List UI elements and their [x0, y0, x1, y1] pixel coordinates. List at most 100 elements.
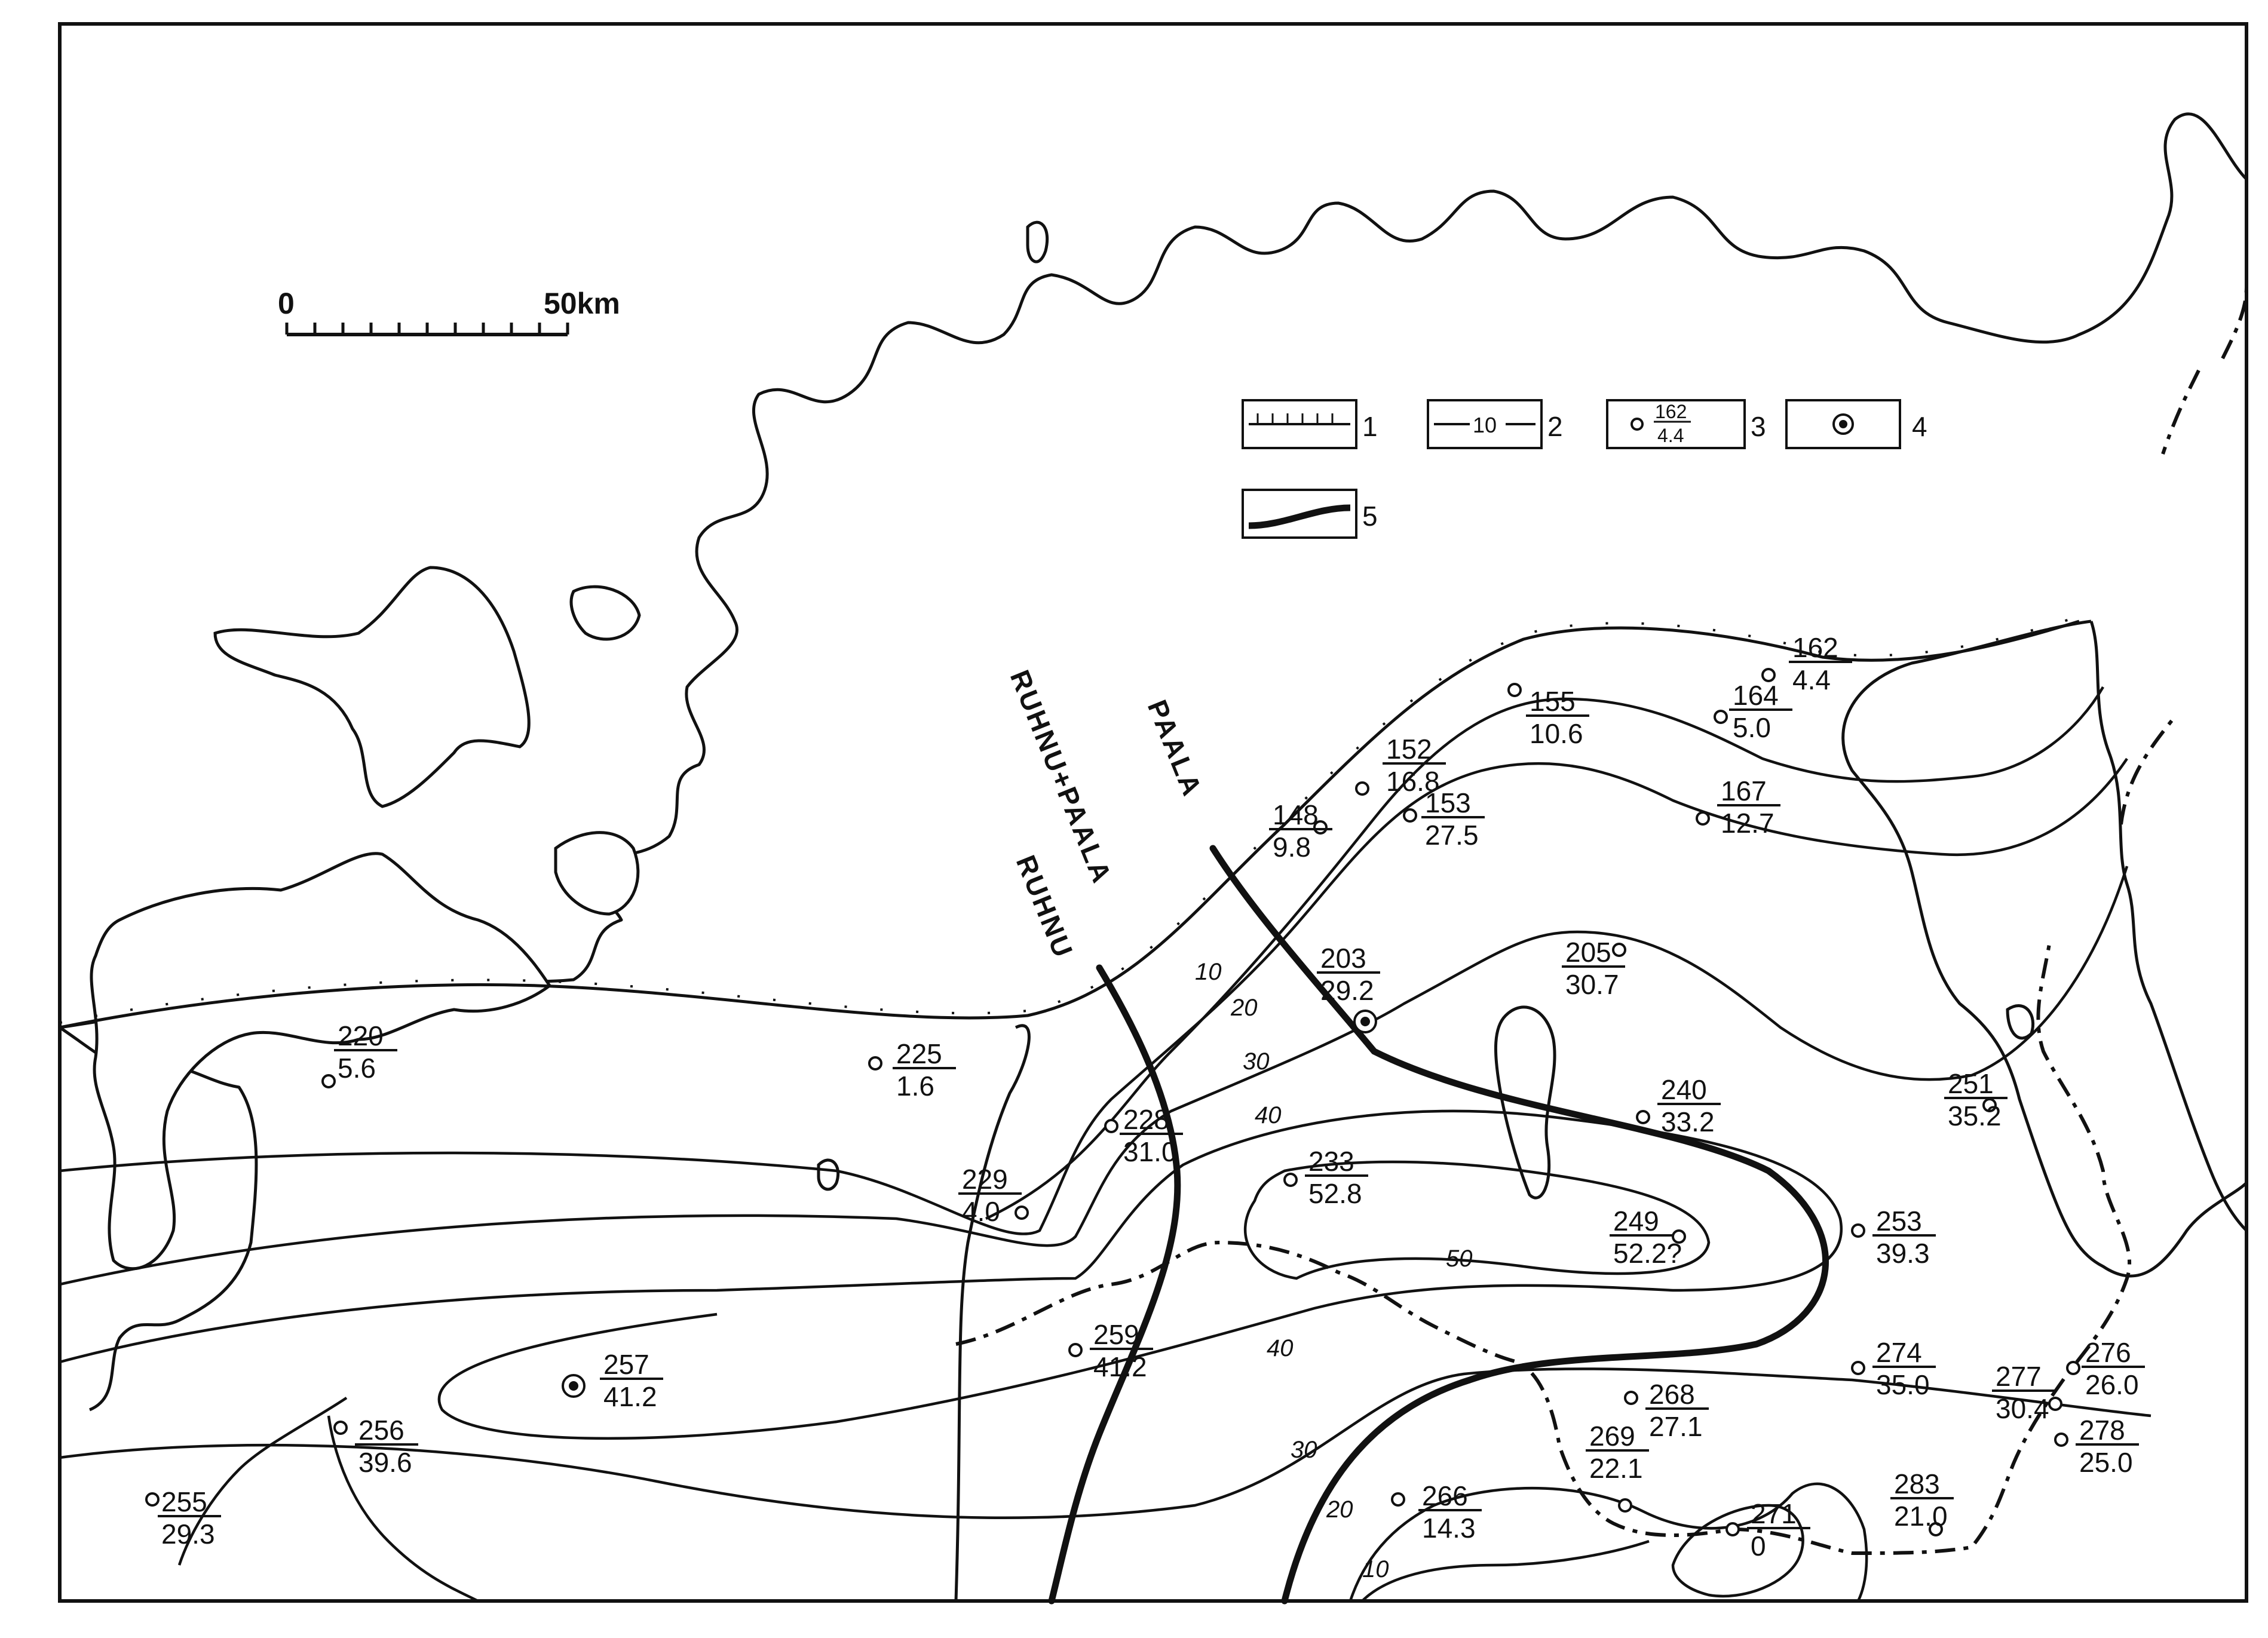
isopach-label: 50: [1446, 1246, 1473, 1272]
borehole-number: 220: [338, 1020, 384, 1051]
borehole-thickness: 9.8: [1273, 832, 1311, 863]
legend-item-3: 162 4.4 3: [1606, 399, 1766, 449]
legend-key: 5: [1362, 501, 1378, 532]
borehole-thickness: 52.2?: [1613, 1238, 1682, 1269]
legend-isopach-sample: 10: [1473, 413, 1497, 437]
borehole-number: 155: [1530, 686, 1576, 717]
isopach-label: 10: [1362, 1556, 1389, 1582]
borehole-marker: [1068, 1343, 1083, 1357]
borehole-thickness: 39.3: [1876, 1238, 1930, 1269]
isopach-label: 20: [1326, 1496, 1353, 1523]
borehole-thickness: 35.0: [1876, 1369, 1930, 1400]
borehole-marker: [1696, 811, 1710, 826]
erosion-edge: [59, 619, 2080, 1029]
borehole-number: 253: [1876, 1206, 1922, 1237]
boundary-paala: [1209, 845, 1829, 1605]
island-ruhnu: [817, 1158, 840, 1191]
borehole-marker: [2054, 1433, 2068, 1447]
isopach-0-south: [1671, 1504, 1804, 1598]
borehole-marker: [1929, 1522, 1943, 1536]
borehole-marker: [2048, 1397, 2062, 1411]
borehole-number: 225: [896, 1038, 942, 1069]
island-muhu: [554, 831, 640, 916]
isopach-30: [59, 866, 2129, 1286]
borehole-marker: [1725, 1522, 1740, 1536]
legend-key: 3: [1751, 411, 1766, 442]
borehole-marker: [1851, 1361, 1865, 1375]
boundary-ruhnu: [1048, 964, 1181, 1605]
borehole-thickness: 1.6: [896, 1070, 934, 1102]
borehole-number: 278: [2079, 1415, 2125, 1446]
legend-key: 2: [1547, 411, 1563, 442]
isopach-labels: 10 20 30 40 50 40 30 20 10: [1195, 959, 1473, 1582]
borehole-marker: [2066, 1361, 2080, 1375]
borehole-marker: [1507, 683, 1522, 697]
borehole-number: 152: [1386, 734, 1432, 765]
borehole-marker: [1015, 1206, 1029, 1220]
borehole-number: 229: [962, 1164, 1008, 1195]
isopach-label: 10: [1195, 959, 1222, 985]
legend-borehole-value: 4.4: [1657, 425, 1684, 446]
borehole-number: 167: [1721, 775, 1767, 806]
borehole-number: 269: [1589, 1421, 1635, 1452]
borehole-number: 268: [1649, 1379, 1695, 1410]
borehole-thickness: 0: [1751, 1530, 1766, 1562]
borehole-marker: [321, 1074, 336, 1088]
borehole-thickness: 39.6: [358, 1447, 412, 1478]
scale-bar-start: 0: [278, 287, 295, 320]
borehole-marker: [1624, 1391, 1638, 1405]
borehole-thickness: 25.0: [2079, 1447, 2133, 1478]
borehole-thickness: 35.2: [1948, 1100, 2002, 1131]
borehole-thickness: 29.3: [161, 1519, 215, 1550]
legend-item-4: 4: [1785, 399, 1927, 449]
borehole-number: 271: [1751, 1498, 1797, 1529]
borehole-thickness: 22.1: [1589, 1453, 1643, 1484]
borehole-thickness: 4.0: [962, 1196, 1000, 1227]
borehole-marker: [1851, 1223, 1865, 1238]
isopach-10-south: [1361, 1539, 1650, 1602]
reference-section-dot: [1360, 1017, 1370, 1026]
legend-item-1: 1: [1242, 399, 1378, 449]
lake-peipsi-islet: [2006, 1004, 2035, 1040]
legend-item-5: 5: [1242, 489, 1378, 539]
borehole-number: 148: [1273, 799, 1319, 830]
state-border-north: [2119, 286, 2248, 825]
isopach-40-west: [177, 1397, 348, 1566]
borehole-marker: [1104, 1119, 1118, 1133]
borehole-marker: [1636, 1110, 1650, 1124]
borehole-marker: [1761, 668, 1776, 682]
borehole-number: 259: [1093, 1319, 1139, 1350]
borehole-thickness: 29.2: [1320, 975, 1374, 1006]
scale-bar: 0 50km: [278, 287, 620, 336]
borehole-thickness: 30.4: [1996, 1393, 2049, 1424]
borehole-number: 164: [1733, 680, 1779, 711]
scale-bar-end: 50km: [544, 287, 620, 320]
isopach-label: 30: [1243, 1048, 1270, 1075]
boreholes: 1624.41645.015510.615216.815327.51489.81…: [145, 632, 2145, 1562]
island-small: [1026, 220, 1049, 263]
legend: 1 10 2 162 4.4 3 4 5: [1242, 399, 1927, 539]
borehole-number: 255: [161, 1486, 207, 1517]
isopach-label: 40: [1255, 1102, 1282, 1128]
isopach-10-north: [985, 686, 2104, 1220]
